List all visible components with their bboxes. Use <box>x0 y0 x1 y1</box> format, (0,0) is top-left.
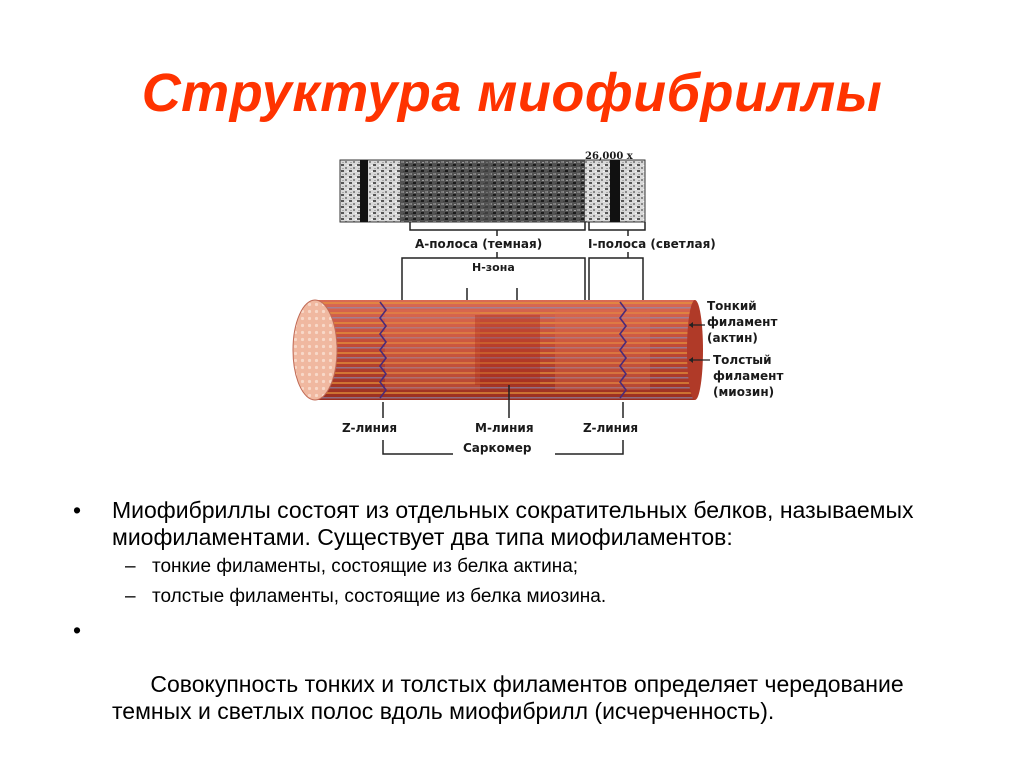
myofibril-diagram: 26,000 x А-полоса (темная) I-полоса (све… <box>285 140 815 470</box>
bullet-item: • Миофибриллы состоят из отдельных сокра… <box>70 497 970 551</box>
magnification-label: 26,000 x <box>585 151 633 162</box>
bullet-text: Миофибриллы состоят из отдельных сократи… <box>112 497 914 550</box>
thick-filament-line-1: Толстый <box>713 353 772 367</box>
bullet-item: • Совокупность тонких и толстых филамент… <box>70 617 970 752</box>
m-line-label: М-линия <box>475 421 534 435</box>
h-zone-label: Н-зона <box>472 261 515 274</box>
dash-marker: – <box>125 556 136 577</box>
thin-filament-label: Тонкий филамент (актин) <box>707 298 777 346</box>
slide-title: Структура миофибриллы <box>141 63 883 123</box>
bullet-marker: • <box>73 617 82 643</box>
bullet-text: Совокупность тонких и толстых филаментов… <box>112 671 911 724</box>
sub-item-text: тонкие филаменты, состоящие из белка акт… <box>152 556 579 577</box>
sub-list: – тонкие филаменты, состоящие из белка а… <box>70 555 970 609</box>
i-band-label: I-полоса (светлая) <box>588 237 716 251</box>
thin-filament-line-3: (актин) <box>707 331 758 345</box>
myofibril-illustration <box>292 159 710 455</box>
z-line-left-label: Z-линия <box>342 421 398 435</box>
thick-filament-line-3: (миозин) <box>713 385 775 399</box>
a-band-label: А-полоса (темная) <box>415 237 543 251</box>
sub-item: – толстые филаменты, состоящие из белка … <box>70 585 970 609</box>
thin-filament-line-2: филамент <box>707 315 778 329</box>
sub-item: – тонкие филаменты, состоящие из белка а… <box>70 555 970 579</box>
slide-body: • Миофибриллы состоят из отдельных сокра… <box>70 497 970 756</box>
sub-item-text: толстые филаменты, состоящие из белка ми… <box>152 586 607 607</box>
dash-marker: – <box>125 586 136 607</box>
thick-filament-label: Толстый филамент (миозин) <box>713 352 783 400</box>
sarcomere-label: Саркомер <box>463 441 532 455</box>
thick-filament-line-2: филамент <box>713 369 784 383</box>
z-line-right-label: Z-линия <box>583 421 639 435</box>
bullet-marker: • <box>73 497 82 523</box>
thin-filament-line-1: Тонкий <box>707 299 757 313</box>
